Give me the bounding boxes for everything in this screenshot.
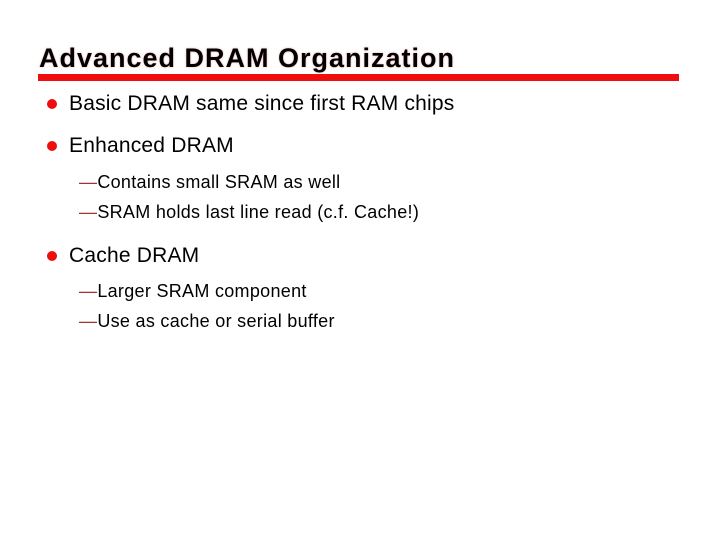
sub-bullet-text: Use as cache or serial buffer (97, 311, 335, 331)
sub-bullet-item: —Larger SRAM component (79, 279, 307, 303)
bullet-item: Basic DRAM same since first RAM chips (47, 91, 454, 117)
dash-icon: — (79, 172, 98, 192)
bullet-icon (47, 251, 57, 261)
bullet-item: Enhanced DRAM (47, 133, 234, 159)
sub-bullet-text: Larger SRAM component (97, 281, 307, 301)
bullet-text: Enhanced DRAM (69, 134, 234, 157)
dash-icon: — (79, 311, 98, 331)
sub-bullet-text: Contains small SRAM as well (97, 172, 341, 192)
dash-icon: — (79, 202, 98, 222)
bullet-text: Cache DRAM (69, 244, 200, 267)
sub-bullet-item: —Contains small SRAM as well (79, 170, 341, 194)
title-underline (38, 74, 679, 81)
sub-bullet-text: SRAM holds last line read (c.f. Cache!) (97, 202, 420, 222)
bullet-icon (47, 141, 57, 151)
bullet-item: Cache DRAM (47, 243, 199, 269)
slide-title: Advanced DRAM Organization (39, 43, 456, 73)
sub-bullet-item: —Use as cache or serial buffer (79, 309, 335, 333)
bullet-text: Basic DRAM same since first RAM chips (69, 92, 455, 115)
dash-icon: — (79, 281, 98, 301)
sub-bullet-item: —SRAM holds last line read (c.f. Cache!) (79, 200, 419, 224)
bullet-icon (47, 99, 57, 109)
